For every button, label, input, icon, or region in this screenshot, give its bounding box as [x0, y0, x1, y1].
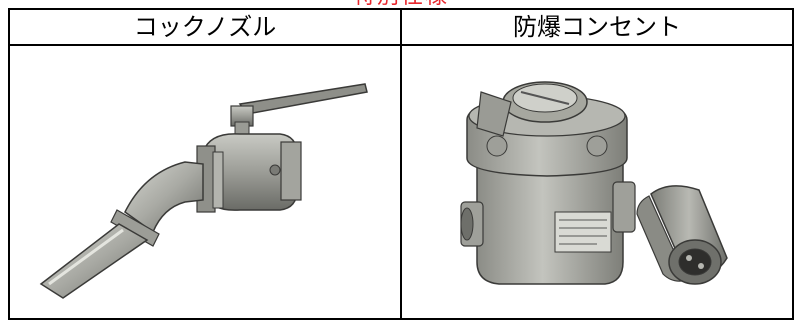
column-header-explosion-proof-outlet: 防爆コンセント: [400, 8, 794, 46]
page-title: 特別仕様: [0, 0, 802, 8]
explosion-proof-outlet-icon: [460, 81, 728, 285]
cell-explosion-proof-outlet-image: [400, 44, 794, 320]
column-header-cock-nozzle: コックノズル: [8, 8, 402, 46]
spec-table: コックノズル 防爆コンセント: [8, 8, 794, 320]
cock-nozzle-icon: [39, 83, 368, 299]
cell-cock-nozzle-image: [8, 44, 402, 320]
table-image-row: [8, 44, 794, 320]
table-header-row: コックノズル 防爆コンセント: [8, 8, 794, 46]
